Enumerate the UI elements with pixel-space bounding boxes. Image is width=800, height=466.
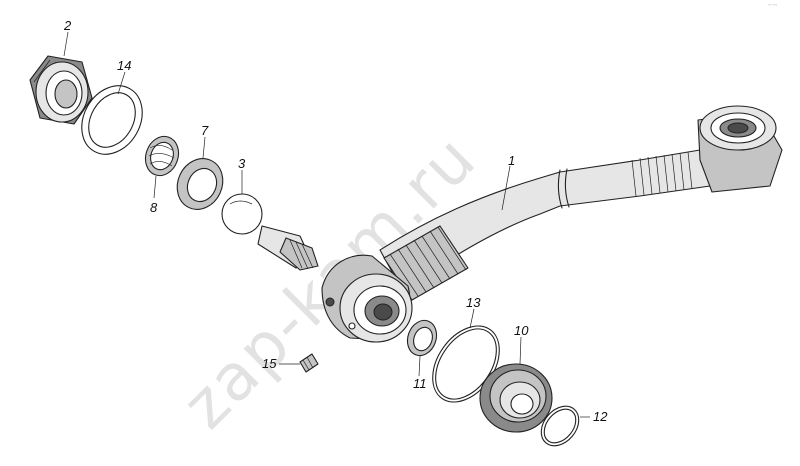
callout-8: 8 [150,200,158,215]
part-10-dust-boot [479,363,553,433]
part-13-o-ring [432,325,500,403]
callout-1: 1 [508,153,515,168]
callout-11: 11 [413,376,427,391]
callout-labels: 1 2 3 7 8 10 11 12 13 14 15 [63,18,608,424]
callout-3: 3 [238,156,246,171]
callout-13: 13 [466,295,481,310]
part-8-spring [144,135,180,177]
callout-2: 2 [63,18,72,33]
callout-7: 7 [201,123,209,138]
part-15-grease-fitting [299,353,319,373]
right-corrugation [631,151,693,197]
part-14-washer [81,85,143,155]
callout-15: 15 [262,356,277,371]
callout-12: 12 [593,409,608,424]
part-2-nut [29,55,93,125]
part-1-tie-rod [321,105,783,343]
part-12-snap-ring [540,405,580,447]
callout-14: 14 [117,58,131,73]
part-11-ring [406,319,438,357]
callout-10: 10 [514,323,529,338]
corner-mark: °° °°° [768,3,778,8]
leader-lines [63,31,590,418]
part-7-bushing [176,158,224,210]
part-3-ball-stud [221,193,319,271]
